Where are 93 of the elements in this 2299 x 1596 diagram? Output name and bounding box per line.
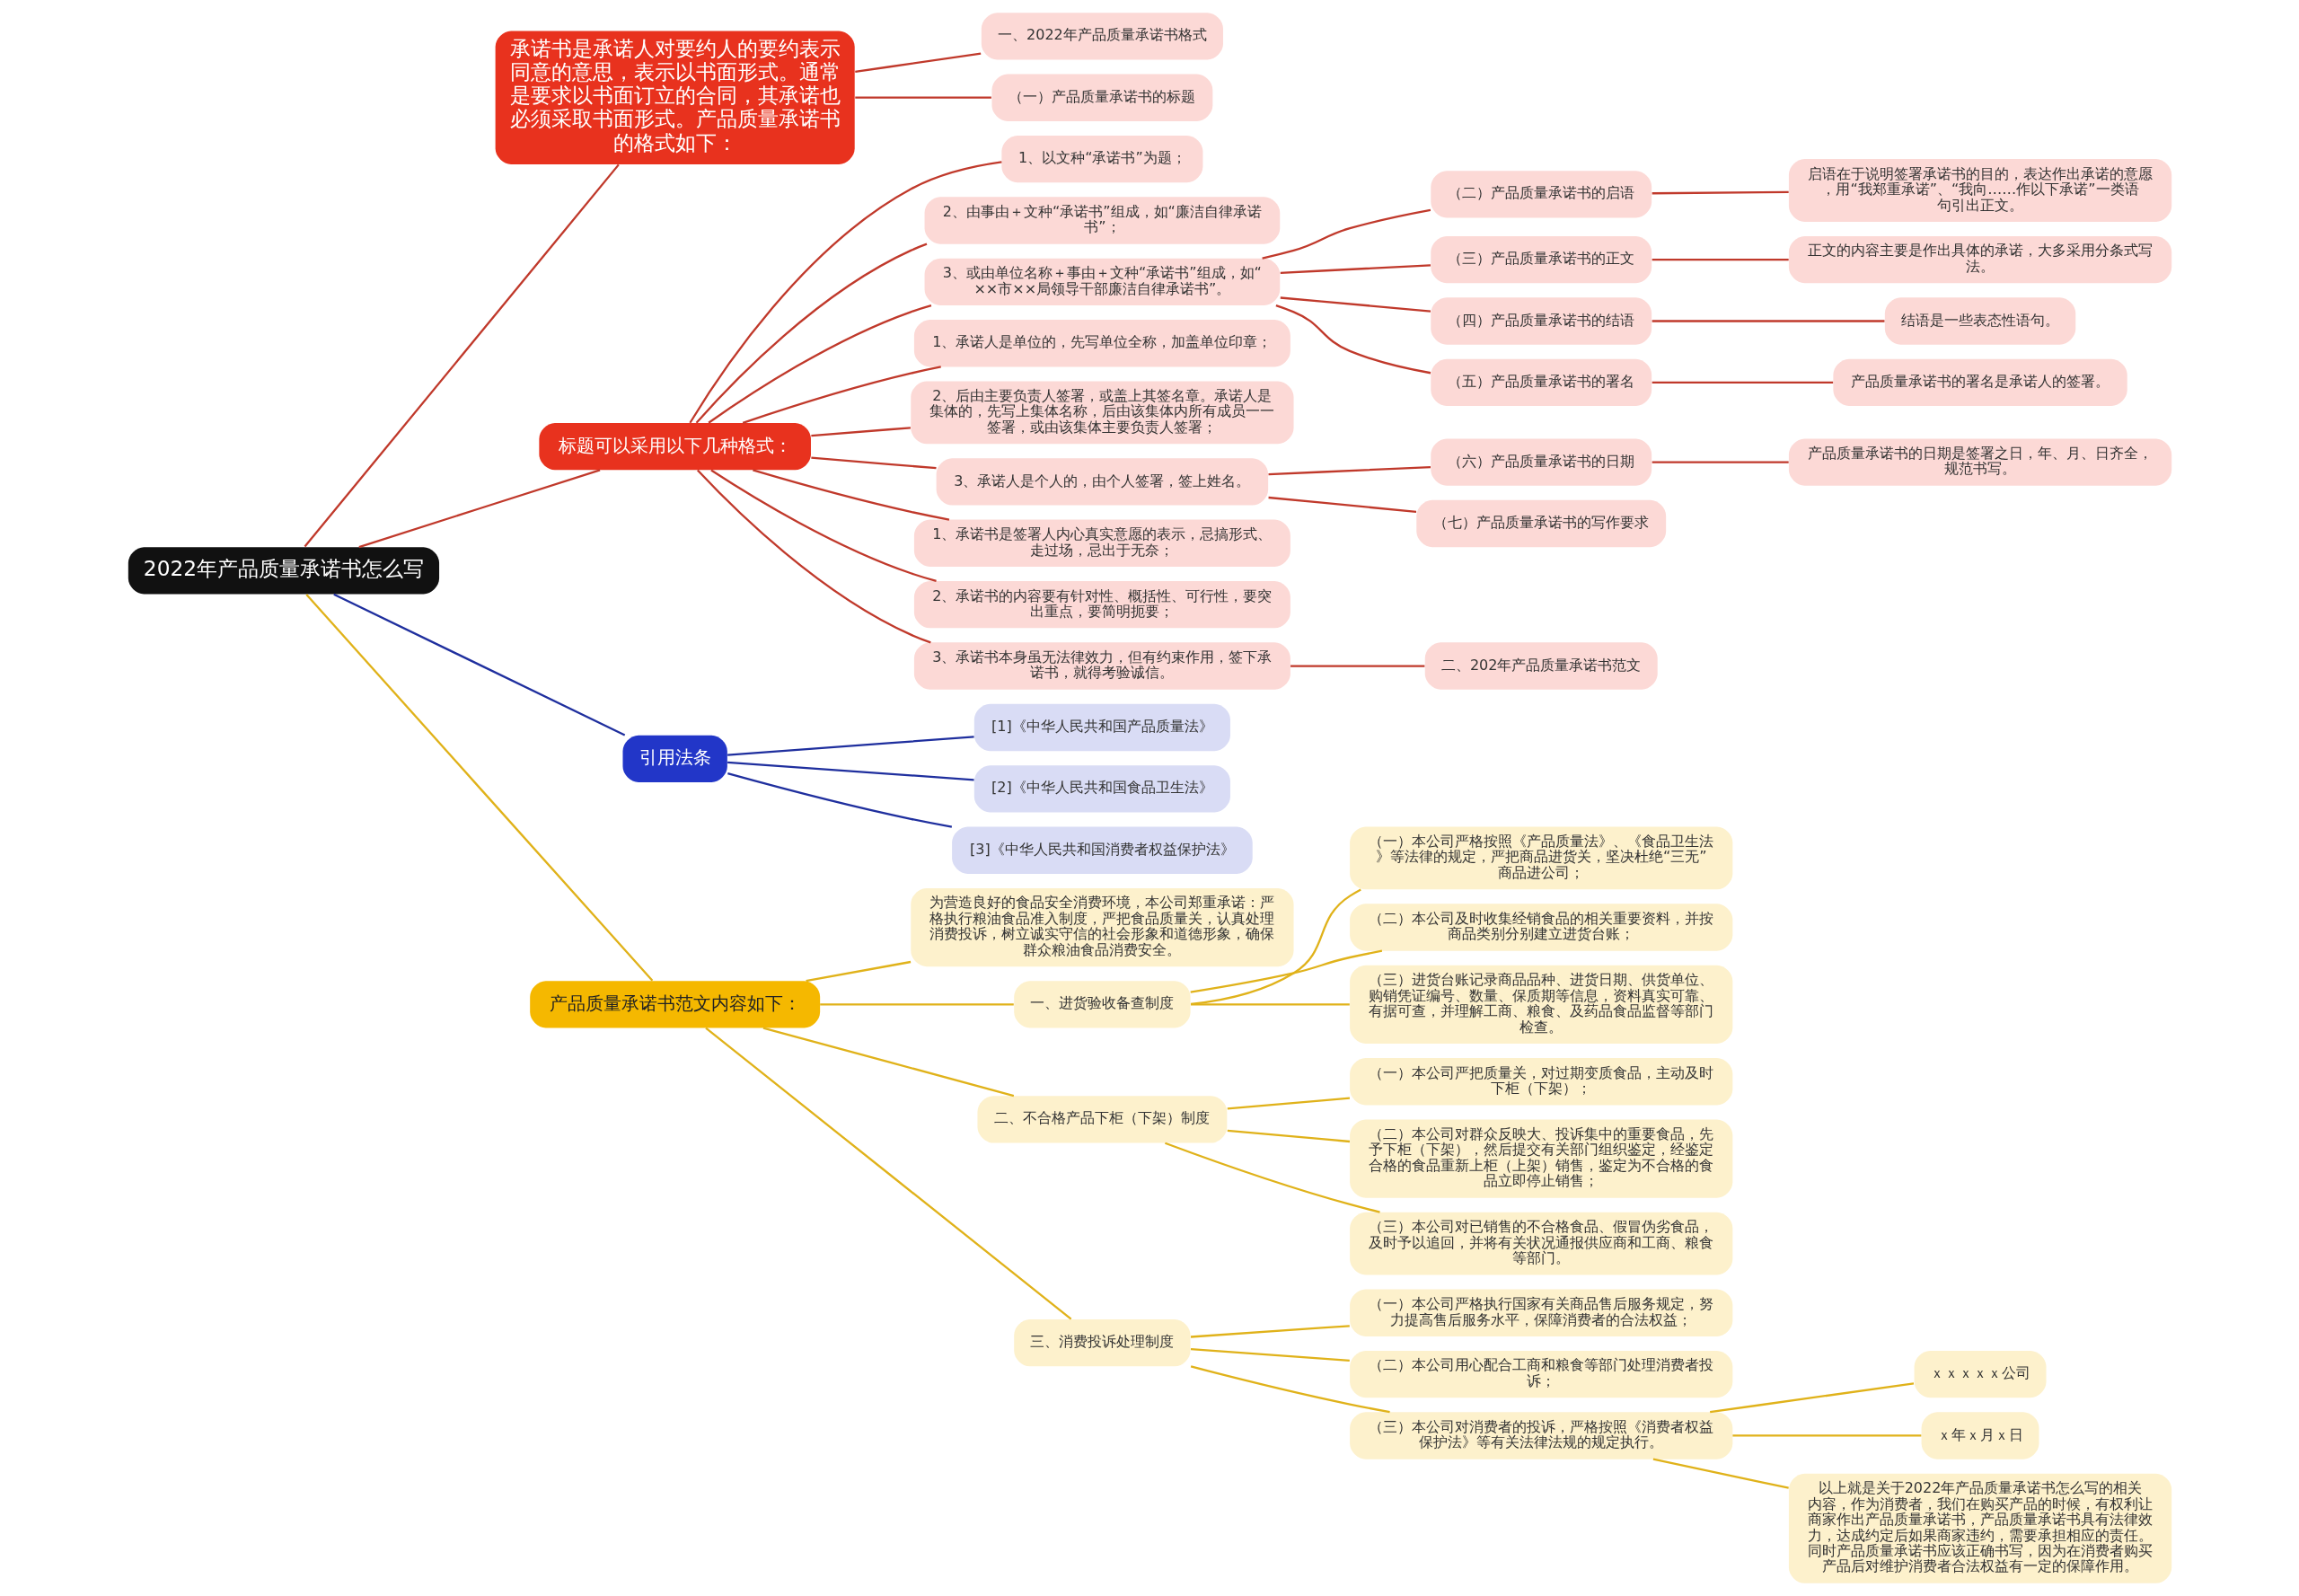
node-box: （三）进货台账记录商品品种、进货日期、供货单位、购销凭证编号、数量、保质期等信息，资料真实可靠、有据可查，并理解工商、粮食、及药品食品监督等部门检查。	[1349, 965, 1732, 1044]
node-box: 1、承诺书是签署人内心真实意愿的表示，忌搞形式、走过场，忌出于无奈；	[913, 519, 1290, 567]
connector	[1190, 1365, 1390, 1414]
node-box: [2]《中华人民共和国食品卫生法》	[973, 765, 1230, 813]
node-box: 承诺书是承诺人对要约人的要约表示同意的意思，表示以书面形式。通常是要求以书面订立的合同，其承诺也必须采取书面形式。产品质量承诺书的格式如下：	[495, 31, 855, 164]
node-box: 以上就是关于2022年产品质量承诺书怎么写的相关内容，作为消费者，我们在购买产品的时候，有权利让商家作出产品质量承诺书，产品质量承诺书具有法律效力，达成约定后如果商家违约，需要承担相应的责任。同时产品质量承诺书应该正确书写，因为在消费者购买产品后对维护消费者合法权益有一定的保障作用。	[1788, 1473, 2171, 1583]
connector	[1190, 1003, 1350, 1006]
node-box: 二、202年产品质量承诺书范文	[1424, 642, 1658, 690]
connector	[304, 163, 620, 548]
connector	[696, 469, 931, 644]
connector	[688, 161, 1002, 424]
node-box: ｘｘｘｘｘ公司	[1914, 1350, 2046, 1398]
node-box: [1]《中华人民共和国产品质量法》	[973, 703, 1230, 752]
connector	[1267, 496, 1416, 513]
node-box: 正文的内容主要是作出具体的承诺，大多采用分条式写法。	[1788, 235, 2171, 284]
connector	[805, 960, 911, 983]
node-box: 2022年产品质量承诺书怎么写	[128, 547, 439, 595]
connector	[1290, 665, 1424, 667]
node-box: 一、进货验收备查制度	[1013, 981, 1191, 1028]
connector	[1280, 296, 1431, 313]
connector	[819, 1003, 1014, 1006]
node-box: 3、或由单位名称＋事由＋文种“承诺书”组成，如“××市××局领导干部廉洁自律承诺书”。	[924, 258, 1280, 306]
connector	[1652, 461, 1789, 463]
connector	[727, 761, 974, 781]
node-box: 一、2022年产品质量承诺书格式	[981, 13, 1223, 60]
node-box: 标题可以采用以下几种格式：	[538, 422, 811, 471]
connector	[854, 52, 981, 74]
node-box: 产品质量承诺书的日期是签署之日，年、月、日齐全，规范书写。	[1788, 438, 2171, 486]
connector	[1227, 1129, 1350, 1143]
connector	[709, 469, 937, 582]
node-box: （四）产品质量承诺书的结语	[1430, 297, 1652, 345]
connector	[810, 427, 911, 437]
connector	[727, 736, 974, 756]
node-box: （三）本公司对消费者的投诉，严格按照《消费者权益保护法》等有关法律法规的规定执行。	[1349, 1412, 1732, 1459]
connector	[752, 469, 949, 521]
node-box: （一）本公司严把质量关，对过期变质食品，主动及时下柜（下架）；	[1349, 1058, 1732, 1106]
node-box: 3、承诺人是个人的，由个人签署，签上姓名。	[936, 458, 1268, 506]
connector	[1190, 949, 1382, 993]
connector	[1280, 264, 1431, 274]
connector	[707, 304, 931, 424]
node-box: （二）产品质量承诺书的启语	[1430, 171, 1652, 218]
node-box: 引用法条	[621, 735, 727, 783]
node-box: （二）本公司及时收集经销食品的相关重要资料，并按商品类别分别建立进货台账；	[1349, 904, 1732, 951]
connector	[1652, 258, 1789, 261]
node-box: （一）本公司严格按照《产品质量法》、《食品卫生法》等法律的规定，严把商品进货关，坚决杜绝“三无”商品进公司；	[1349, 826, 1732, 890]
node-box: ｘ年ｘ月ｘ日	[1921, 1412, 2039, 1459]
node-box: 2、后由主要负责人签署，或盖上其签名章。承诺人是集体的，先写上集体名称，后由该集体内所有成员一一签署，或由该集体主要负责人签署；	[910, 381, 1294, 445]
node-box: 三、消费投诉处理制度	[1013, 1319, 1191, 1367]
node-box: （二）本公司对群众反映大、投诉集中的重要食品，先予下柜（下架），然后提交有关部门组织鉴定，经鉴定合格的食品重新上柜（上架）销售，鉴定为不合格的食品立即停止销售；	[1349, 1119, 1732, 1198]
connector	[854, 96, 991, 99]
node-box: 2、由事由＋文种“承诺书”组成，如“廉洁自律承诺书”；	[924, 197, 1280, 244]
connector	[1190, 1325, 1350, 1338]
connector	[1652, 1458, 1789, 1489]
connector	[742, 366, 941, 424]
node-box: （六）产品质量承诺书的日期	[1430, 438, 1652, 486]
connector	[1652, 190, 1789, 195]
node-box: 3、承诺书本身虽无法律效力，但有约束作用，签下承诺书，就得考验诚信。	[913, 642, 1290, 690]
connector	[1261, 208, 1431, 260]
connector	[332, 593, 625, 736]
connector	[1275, 304, 1431, 375]
node-box: （三）产品质量承诺书的正文	[1430, 235, 1652, 284]
node-box: （五）产品质量承诺书的署名	[1430, 358, 1652, 407]
node-box: 二、不合格产品下柜（下架）制度	[976, 1096, 1227, 1143]
node-box: 1、以文种“承诺书”为题；	[1000, 135, 1202, 183]
connector	[1652, 320, 1884, 322]
node-box: 产品质量承诺书范文内容如下：	[529, 981, 820, 1028]
connector	[1268, 465, 1431, 476]
connector	[1709, 1382, 1914, 1414]
connector	[1190, 1348, 1350, 1362]
node-box: 结语是一些表态性语句。	[1884, 297, 2075, 345]
node-box: （七）产品质量承诺书的写作要求	[1415, 499, 1666, 548]
connector	[704, 1027, 1071, 1320]
connector	[1652, 381, 1833, 384]
connector	[304, 594, 653, 982]
connector	[810, 456, 937, 470]
connector	[762, 1027, 1014, 1098]
connector	[1227, 1097, 1350, 1110]
node-box: （三）本公司对已销售的不合格食品、假冒伪劣食品，及时予以追回，并将有关状况通报供应商和工商、粮食等部门。	[1349, 1212, 1732, 1275]
connector	[727, 772, 952, 828]
node-box: 为营造良好的食品安全消费环境，本公司郑重承诺：严格执行粮油食品准入制度，严把食品质量关，认真处理消费投诉，树立诚实守信的社会形象和道德形象，确保群众粮油食品消费安全。	[910, 887, 1294, 967]
node-box: （一）本公司严格执行国家有关商品售后服务规定，努力提高售后服务水平，保障消费者的合法权益；	[1349, 1289, 1732, 1336]
connector	[357, 469, 600, 549]
node-box: （一）产品质量承诺书的标题	[991, 74, 1212, 121]
node-box: 2、承诺书的内容要有针对性、概括性、可行性，要突出重点，要简明扼要；	[913, 581, 1290, 629]
node-box: 1、承诺人是单位的，先写单位全称，加盖单位印章；	[913, 320, 1290, 367]
connector	[1731, 1434, 1921, 1437]
node-box: （二）本公司用心配合工商和粮食等部门处理消费者投诉；	[1349, 1350, 1732, 1398]
connector	[1190, 888, 1361, 1006]
node-box: [3]《中华人民共和国消费者权益保护法》	[951, 826, 1253, 874]
connector	[695, 242, 927, 424]
node-box: 产品质量承诺书的署名是承诺人的签署。	[1832, 358, 2127, 407]
node-box: 启语在于说明签署承诺书的目的，表达作出承诺的意愿，用“我郑重承诺”、“我向……作以下承诺”一类语句引出正文。	[1788, 159, 2171, 222]
connector	[1164, 1142, 1380, 1213]
